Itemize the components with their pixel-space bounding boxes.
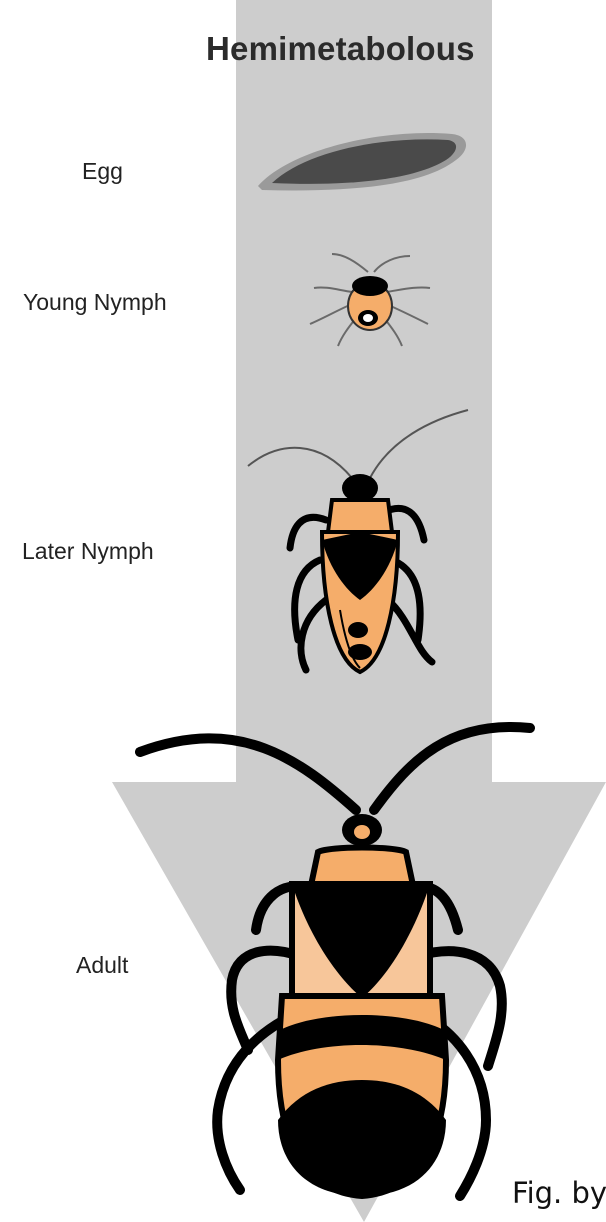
stage-label-young-nymph: Young Nymph [23,289,167,316]
stage-label-adult: Adult [76,952,128,979]
diagram-title: Hemimetabolous [206,30,606,68]
stage-label-egg: Egg [82,158,123,185]
stage-label-later-nymph: Later Nymph [22,538,154,565]
figure-credit: Fig. by [512,1176,606,1210]
